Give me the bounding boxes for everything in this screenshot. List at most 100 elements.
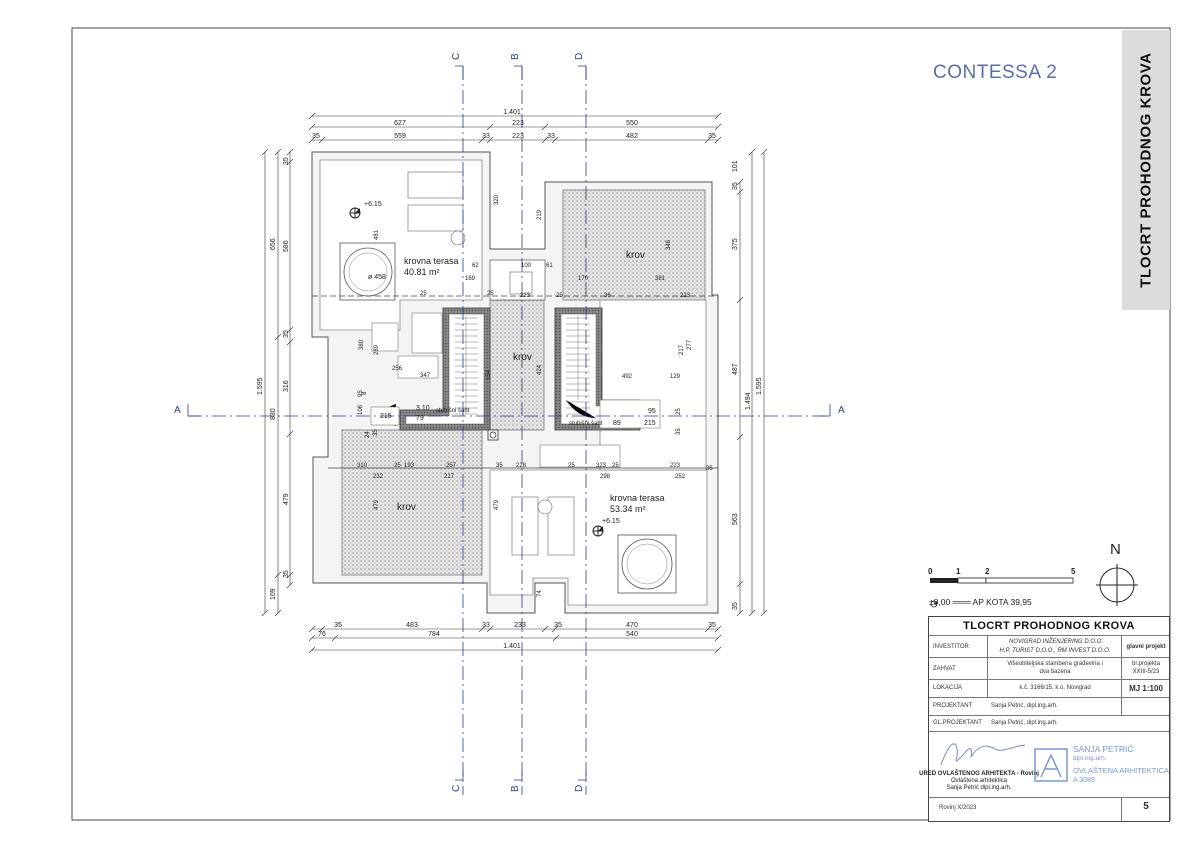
dim-label: 479 xyxy=(494,499,500,510)
dim-label: 380 xyxy=(359,339,365,350)
dim-tick xyxy=(736,580,744,588)
project-no-label: br.projekta xyxy=(1131,661,1161,667)
dim-tick xyxy=(308,646,316,654)
dim-label: 35 xyxy=(283,330,290,338)
projektant-label: PROJEKTANT xyxy=(933,703,973,709)
dim-tick xyxy=(286,326,294,334)
dim-label: 323 xyxy=(596,463,607,469)
drawing-scale: MJ 1:100 xyxy=(1129,684,1163,693)
dim-label: 35 xyxy=(708,622,716,629)
room-area: 40.81 m² xyxy=(404,267,440,277)
dim-tick xyxy=(486,136,494,144)
dim-tick xyxy=(286,338,294,346)
dim-label: 129 xyxy=(670,374,681,380)
dim-tick xyxy=(748,609,756,617)
dim-label: 223 xyxy=(512,120,524,127)
dim-label: 193 xyxy=(404,463,415,469)
dim-tick xyxy=(736,609,744,617)
dim-label: 169 xyxy=(465,276,476,282)
stair-turn xyxy=(565,399,597,419)
axis-d-marker-bottom xyxy=(578,770,587,781)
dim-tick xyxy=(552,634,560,642)
scale-label-1: 1 xyxy=(956,567,961,576)
room-area: 53.34 m² xyxy=(610,504,646,514)
stair-label: stubišni šaht xyxy=(436,408,470,414)
dim-label: 62 xyxy=(472,263,479,269)
scale-label-5: 5 xyxy=(1071,567,1076,576)
architect-stamp-icon xyxy=(1034,748,1068,782)
ap-kota: ±0,00 ═══ AP KOTA 39,95 xyxy=(929,597,1032,607)
scale-label-2: 2 xyxy=(985,567,990,576)
dim-label: 35 xyxy=(283,570,290,578)
dim-label: 35 xyxy=(676,428,682,435)
dim-tick xyxy=(714,123,722,131)
axis-a-label-left: A xyxy=(174,405,181,416)
dim-label: 217 xyxy=(679,344,685,355)
projektant-value: Sanja Petrić, dipl.ing.arh. xyxy=(991,703,1058,709)
dim-label: 106 xyxy=(358,404,364,415)
scale-bar xyxy=(930,577,1074,584)
dim-label: 223 xyxy=(520,293,531,299)
north-arrow-icon xyxy=(1096,564,1138,606)
office-line-3: Sanja Petrić dipl.ing.arh. xyxy=(946,785,1012,791)
axis-c-marker-top xyxy=(455,65,464,80)
gl-projektant-label: GL.PROJEKTANT xyxy=(933,720,982,726)
stamp-line-1: SANJA PETRIĆ xyxy=(1073,744,1134,754)
stair-box-top xyxy=(489,259,546,301)
dim-tick xyxy=(714,646,722,654)
dim-tick xyxy=(704,625,712,633)
sheet-border xyxy=(71,27,1171,821)
dim-label: 1.595 xyxy=(756,377,763,395)
dim-label: 277 xyxy=(687,339,693,350)
dim-label: 109 xyxy=(270,588,277,600)
dim-tick xyxy=(261,148,269,156)
dim-label: 33 xyxy=(547,133,555,140)
dim-label: 95 xyxy=(648,408,656,415)
dim-label: 101 xyxy=(732,160,739,172)
roof-center xyxy=(489,299,545,431)
dim-label: 784 xyxy=(428,631,440,638)
axis-d-label-bottom: D xyxy=(574,785,585,792)
dim-label: 25 xyxy=(568,463,575,469)
room-name: krov xyxy=(626,250,645,261)
zahvat-value-1: Višeobiteljska stambena građevina i xyxy=(1007,661,1103,667)
dim-tick xyxy=(318,625,326,633)
room-name: krovna terasa xyxy=(404,256,459,266)
dim-tick xyxy=(760,609,768,617)
dim-label: 35 xyxy=(373,429,379,436)
dim-tick xyxy=(736,188,744,196)
dim-tick xyxy=(748,148,756,156)
lokacija-label: LOKACIJA xyxy=(933,685,963,691)
dim-tick xyxy=(318,136,326,144)
level-marker-nw xyxy=(349,207,361,219)
title-block-heading: TLOCRT PROHODNOG KROVA xyxy=(929,617,1169,636)
dim-tick xyxy=(736,178,744,186)
dim-label: 470 xyxy=(626,622,638,629)
dim-tick xyxy=(714,634,722,642)
room-name: krov xyxy=(397,502,416,513)
dim-label: 310 xyxy=(357,463,368,469)
terrace-e xyxy=(599,299,707,471)
dim-label: 1.595 xyxy=(257,377,264,395)
dim-label: 223 xyxy=(670,463,681,469)
dim-label: 76 xyxy=(318,631,326,638)
dim-label: 232 xyxy=(373,474,384,480)
level-label: +6.15 xyxy=(602,518,620,525)
dim-label: 217 xyxy=(444,474,455,480)
dim-label: 215 xyxy=(644,420,656,427)
dim-label: 479 xyxy=(283,493,290,505)
dim-label: 3.10 xyxy=(416,405,430,412)
dim-tick xyxy=(286,571,294,579)
dim-label: 25 xyxy=(394,463,401,469)
table xyxy=(537,499,553,515)
dim-tick xyxy=(551,136,559,144)
dim-label: 257 xyxy=(446,463,457,469)
level-marker-se xyxy=(592,525,604,537)
dim-label: 61 xyxy=(546,263,553,269)
stamp-line-2: dipl.ing.arh. xyxy=(1073,755,1107,762)
dim-label: 492 xyxy=(622,374,633,380)
dim-tick xyxy=(736,433,744,441)
axis-d-marker-top xyxy=(578,65,587,80)
roof-ne xyxy=(562,189,706,301)
